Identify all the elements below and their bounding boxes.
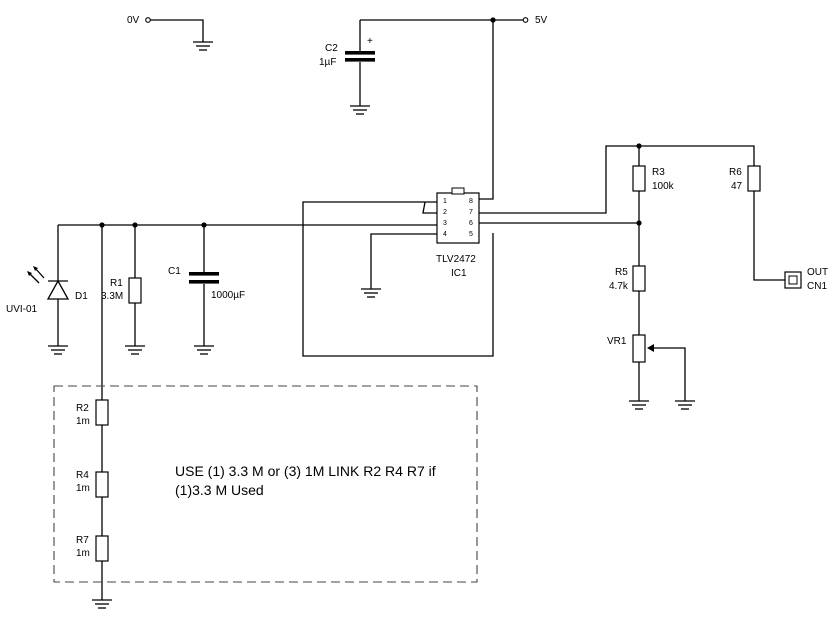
note-box: USE (1) 3.3 M or (3) 1M LINK R2 R4 R7 if…: [53, 385, 478, 583]
ic1-pin-3: 3: [443, 220, 447, 227]
resistor-chain-r2-r4-r7: R2 1m R4 1m R7 1m: [76, 225, 112, 609]
c1-ref-label: C1: [168, 266, 181, 277]
cn1-ref-label: CN1: [807, 281, 827, 292]
ic1-pin-1: 1: [443, 198, 447, 205]
r4-ref-label: R4: [76, 470, 89, 481]
pin4-ground: [361, 233, 437, 298]
ic1-pin-6: 6: [469, 220, 473, 227]
d1-name-label: UVI-01: [6, 304, 38, 315]
resistor-r3: R3 100k: [632, 146, 675, 266]
r6-ref-label: R6: [729, 167, 742, 178]
terminal-5v-label: 5V: [535, 15, 548, 26]
r3-value-label: 100k: [652, 181, 675, 192]
resistor-r6: R6 47: [729, 165, 785, 281]
input-net: [58, 222, 437, 228]
connector-cn1: OUT CN1: [784, 267, 828, 292]
ic1-pin-4: 4: [443, 231, 447, 238]
resistor-r1: R1 3.3M: [101, 225, 145, 355]
feedback-loop: [302, 201, 494, 357]
r7-value-label: 1m: [76, 548, 90, 559]
r7-ref-label: R7: [76, 535, 89, 546]
ic1-pin-7: 7: [469, 209, 473, 216]
light-arrows-icon: [27, 266, 45, 284]
ic1-tlv2472: 1 2 3 4 8 7 6 5 TLV2472 IC1: [436, 187, 480, 279]
photodiode-d1: UVI-01 D1: [6, 225, 88, 355]
output-net: [479, 143, 755, 226]
capacitor-c2: + C2 1µF: [319, 20, 375, 115]
capacitor-c1: C1 1000µF: [168, 225, 245, 355]
terminal-0v-pin: [145, 17, 151, 23]
ic1-ref-label: IC1: [451, 268, 467, 279]
terminal-0v: 0V: [127, 15, 213, 51]
r1-ref-label: R1: [110, 278, 123, 289]
rail-5v: 5V: [360, 15, 548, 200]
r1-value-label: 3.3M: [101, 291, 123, 302]
note-line-1: USE (1) 3.3 M or (3) 1M LINK R2 R4 R7 if: [175, 463, 436, 479]
cn1-label: OUT: [807, 267, 828, 278]
r5-value-label: 4.7k: [609, 281, 629, 292]
c2-value-label: 1µF: [319, 57, 336, 68]
c1-value-label: 1000µF: [211, 290, 245, 301]
r6-value-label: 47: [731, 181, 743, 192]
r4-value-label: 1m: [76, 483, 90, 494]
r5-ref-label: R5: [615, 267, 628, 278]
r3-ref-label: R3: [652, 167, 665, 178]
c2-ref-label: C2: [325, 43, 338, 54]
r2-ref-label: R2: [76, 403, 89, 414]
terminal-0v-label: 0V: [127, 15, 140, 26]
ic1-pin-2: 2: [443, 209, 447, 216]
note-line-2: (1)3.3 M Used: [175, 482, 264, 498]
potentiometer-vr1: VR1: [607, 334, 695, 410]
ic1-pin-5: 5: [469, 231, 473, 238]
resistor-r5: R5 4.7k: [609, 265, 646, 335]
ground-symbol-0v: [193, 41, 213, 51]
ic1-pin-8: 8: [469, 198, 473, 205]
d1-ref-label: D1: [75, 291, 88, 302]
r2-value-label: 1m: [76, 416, 90, 427]
c2-plus-mark: +: [367, 36, 373, 47]
vr1-ref-label: VR1: [607, 336, 627, 347]
terminal-5v-pin: [522, 17, 529, 23]
ic1-part-label: TLV2472: [436, 254, 476, 265]
